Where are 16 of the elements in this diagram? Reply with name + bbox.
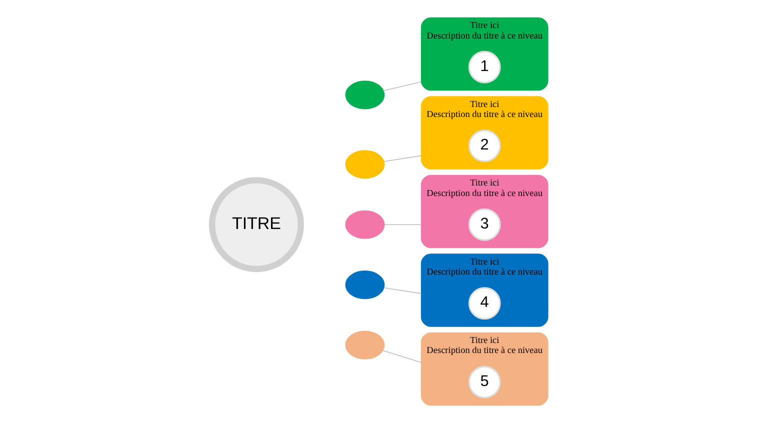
node-circle: 5: [468, 366, 501, 398]
node-circle: 3: [468, 208, 501, 241]
node-circle: 2: [468, 130, 501, 162]
connector: [383, 81, 422, 92]
node-circle: 1: [468, 50, 501, 84]
node-ellipse: [345, 210, 385, 239]
connector: [384, 287, 422, 294]
node-ellipse: [345, 270, 385, 300]
node-ellipse: [345, 330, 385, 360]
node-ellipse: [345, 150, 385, 179]
node-circle: 4: [468, 287, 501, 320]
connector: [384, 224, 422, 225]
connector: [384, 155, 422, 162]
connector: [382, 350, 422, 363]
node-ellipse: [345, 80, 385, 110]
node-circle: TITRE: [209, 177, 304, 272]
